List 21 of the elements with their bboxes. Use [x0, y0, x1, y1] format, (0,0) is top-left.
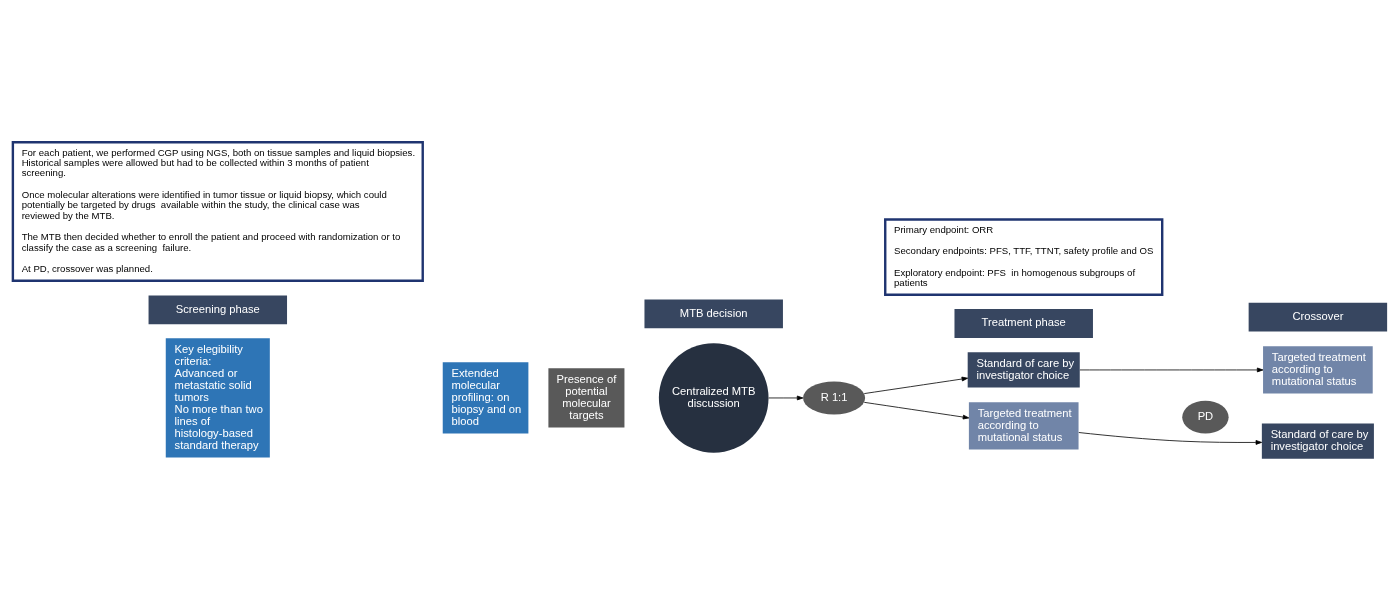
node-box: For each patient, we performed CGP using NGS, both on tissue samples and liquid biopsies. Historical samples were allowed but had to be collected within 3 months of patient screening. Once molecular alterations were identified in tumor tissue or liquid biopsy, which could potentially be targeted by drugs available within the study, the clinical case was reviewed by the MTB. The MTB then decided whether to enroll the patient and proceed with randomization or to classify the case as a screening failure. At PD, crossover was planned. — [11, 141, 424, 282]
node-box: Treatment phase — [954, 309, 1093, 338]
node-box: Primary endpoint: ORR Secondary endpoints: PFS, TTF, TTNT, safety profile and OS Exploratory endpoint: PFS in homogenous subgroups of patients — [884, 218, 1164, 296]
node-ellipse: PD — [1182, 400, 1229, 434]
node-box: MTB decision — [644, 299, 783, 329]
arrow — [863, 376, 969, 394]
arrow — [863, 401, 970, 420]
node-box: Standard of care by investigator choice — [1261, 423, 1374, 459]
node-circle: Centralized MTB discussion — [658, 343, 769, 453]
arrow — [768, 395, 804, 401]
node-ellipse: R 1:1 — [803, 381, 866, 415]
node-box: Screening phase — [148, 295, 288, 325]
arrow — [1079, 367, 1264, 373]
node-box: Extended molecular profiling: on biopsy and on blood — [442, 362, 529, 434]
node-box: Presence of potential molecular targets — [548, 368, 625, 428]
arrow — [1078, 432, 1262, 445]
node-box: Crossover — [1248, 302, 1388, 332]
node-box: Targeted treatment according to mutational status — [1263, 346, 1373, 394]
node-box: Targeted treatment according to mutational status — [968, 402, 1079, 450]
node-box: Standard of care by investigator choice — [967, 352, 1080, 388]
node-box: Key elegibility criteria: Advanced or metastatic solid tumors No more than two lines of histology-based standard therapy — [165, 338, 270, 458]
